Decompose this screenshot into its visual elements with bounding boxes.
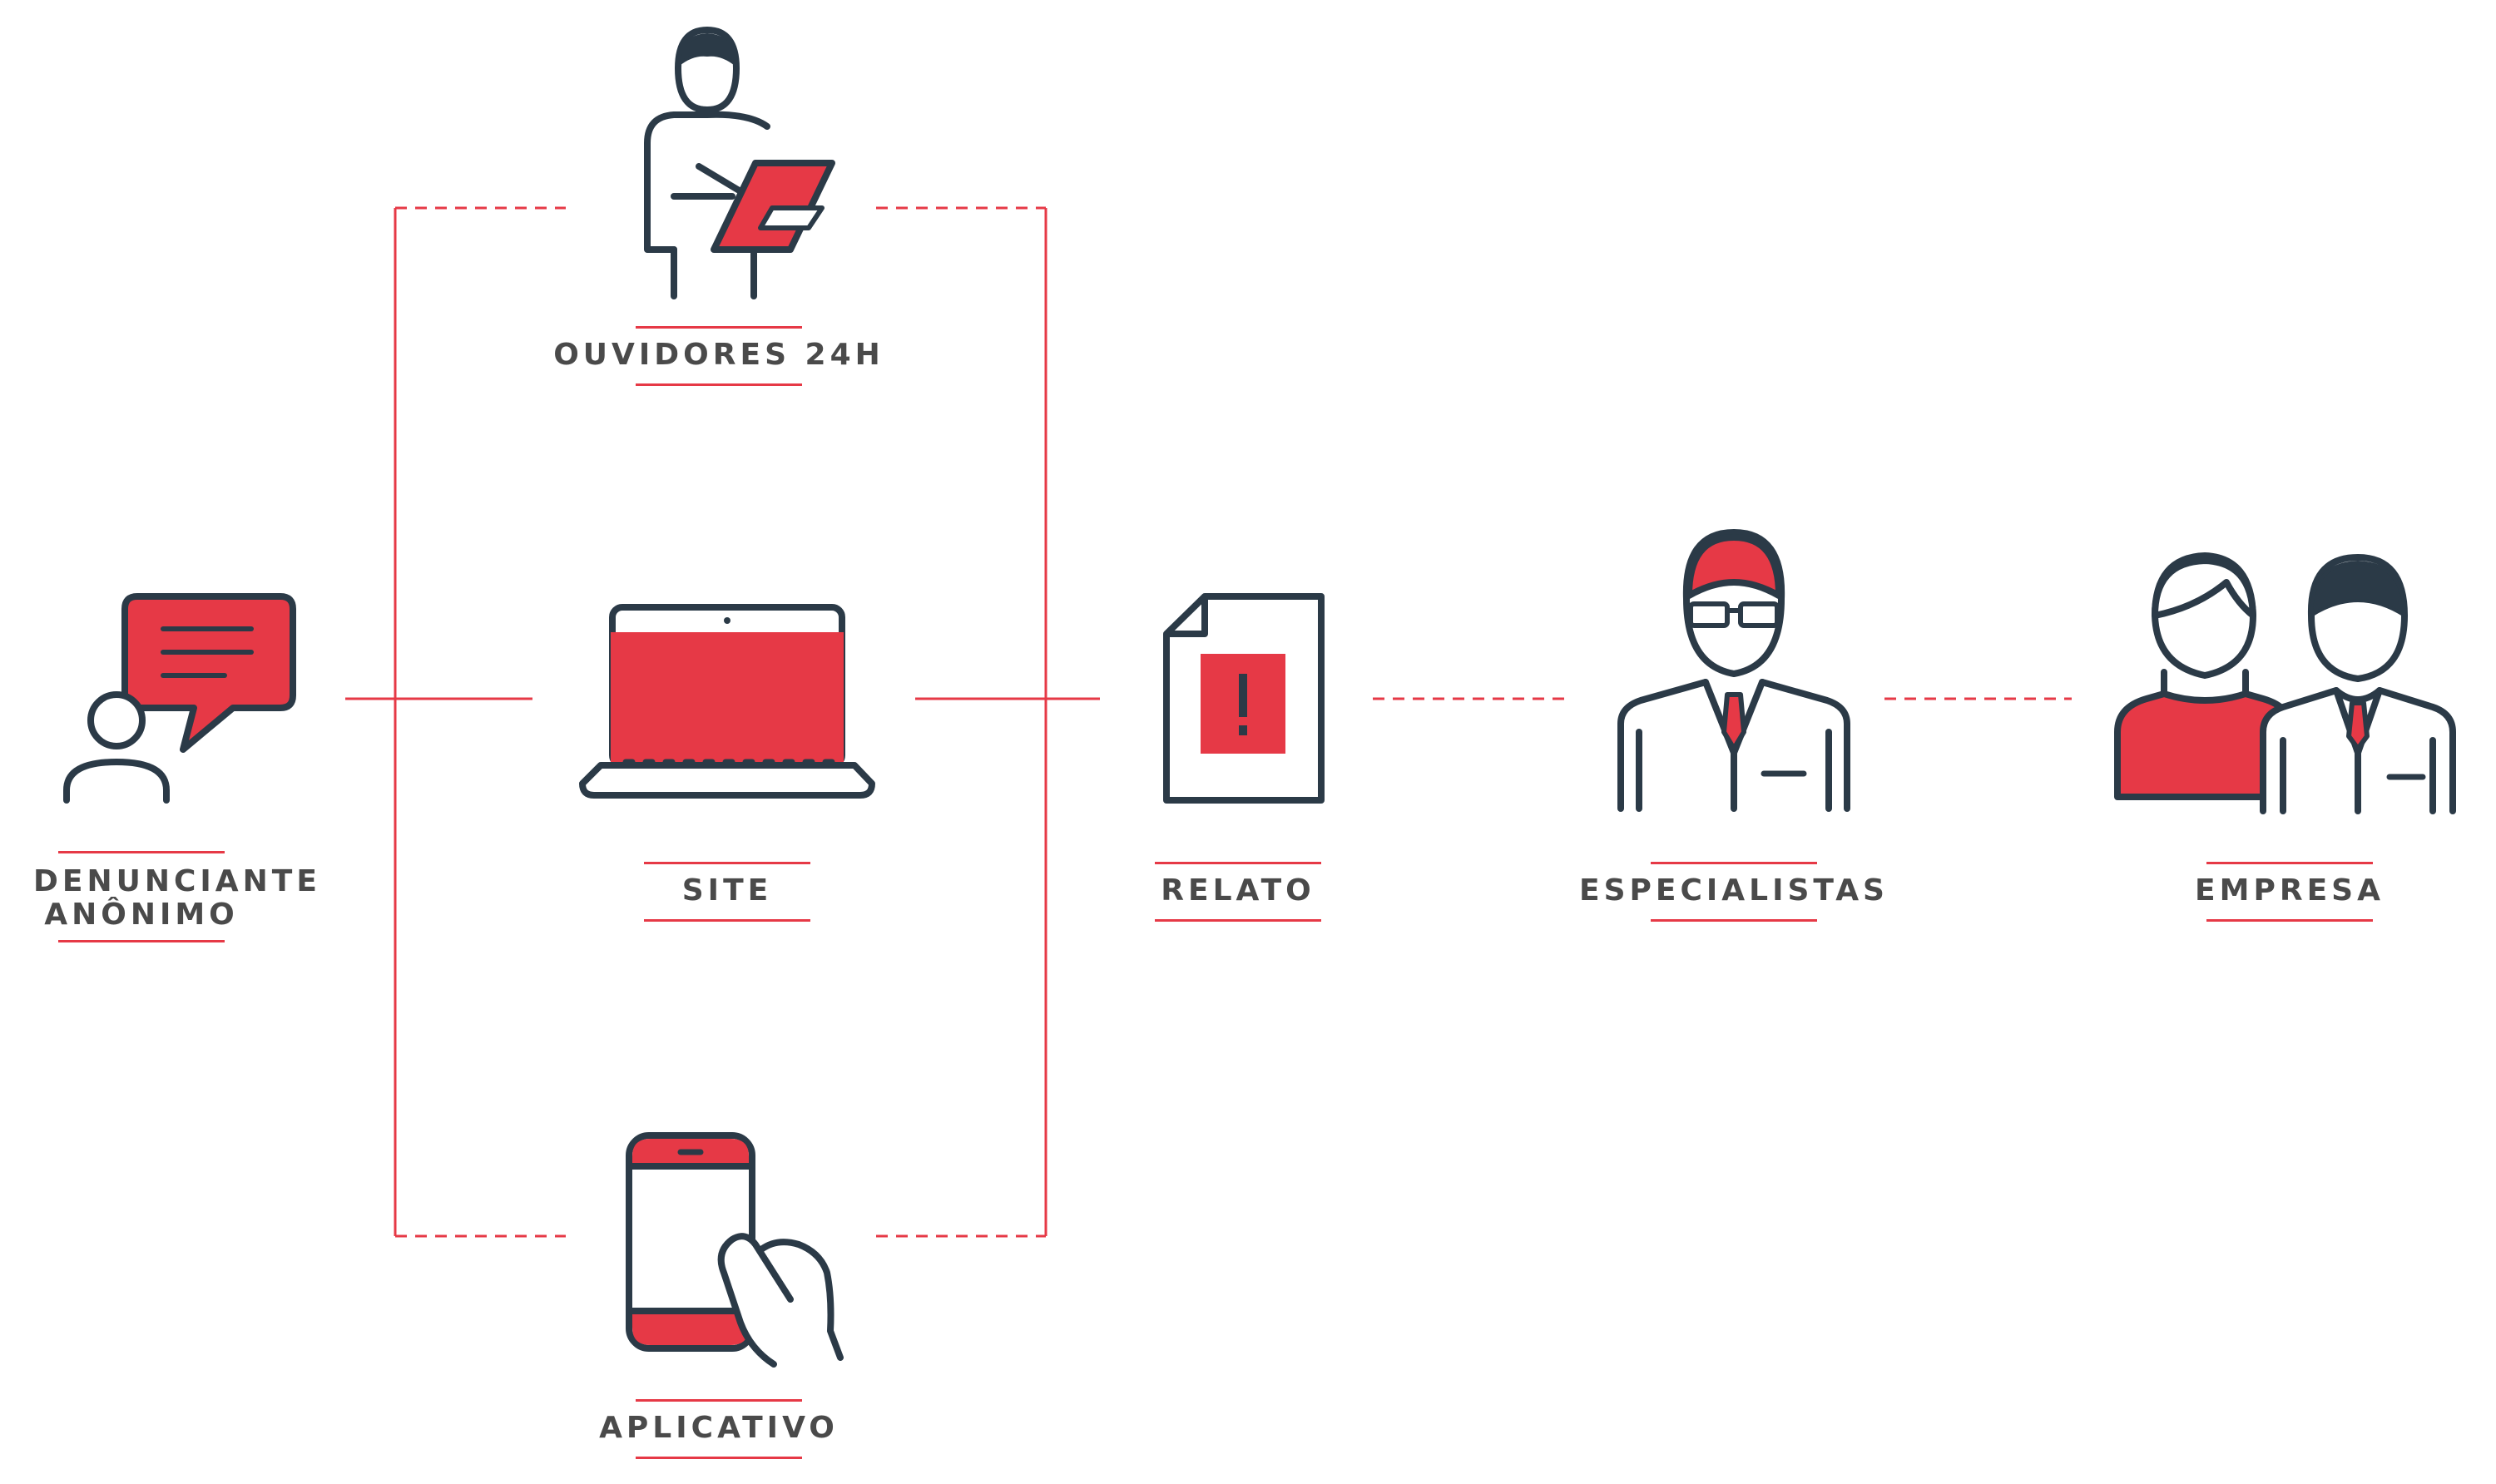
- connectors: [345, 206, 2072, 1238]
- report-label: RELATO: [1161, 873, 1315, 908]
- label-rule: [636, 1399, 802, 1402]
- node-label-ombudsman: OUVIDORES 24H: [552, 326, 885, 386]
- label-rule: [2206, 862, 2373, 864]
- node-label-company: EMPRESA: [2123, 862, 2456, 922]
- reporter-label-line1: DENUNCIANTE: [33, 864, 321, 898]
- label-rule: [1155, 919, 1321, 922]
- anonymous-reporter-chat-icon: [63, 593, 296, 804]
- label-rule: [2206, 919, 2373, 922]
- smartphone-touch-icon: [626, 1132, 844, 1368]
- company-label: EMPRESA: [2195, 873, 2385, 908]
- node-label-specialists: ESPECIALISTAS: [1567, 862, 1900, 922]
- node-label-report: RELATO: [1072, 862, 1404, 922]
- label-rule: [644, 862, 810, 864]
- document-alert-icon: [1163, 593, 1325, 804]
- company-people-icon: [2114, 552, 2456, 814]
- label-rule: [58, 851, 225, 853]
- reporter-label-line2: ANÔNIMO: [44, 898, 239, 932]
- label-rule: [58, 940, 225, 942]
- label-rule: [636, 1457, 802, 1459]
- label-rule: [636, 326, 802, 329]
- node-label-reporter: DENUNCIANTE ANÔNIMO: [33, 851, 317, 942]
- label-rule: [636, 383, 802, 386]
- label-rule: [1651, 862, 1817, 864]
- ombudsman-label: OUVIDORES 24H: [553, 338, 884, 372]
- laptop-icon: [579, 604, 875, 799]
- specialists-label: ESPECIALISTAS: [1579, 873, 1889, 908]
- node-label-app: APLICATIVO: [552, 1399, 885, 1459]
- label-rule: [1651, 919, 1817, 922]
- specialist-glasses-icon: [1617, 529, 1850, 812]
- app-label: APLICATIVO: [599, 1411, 839, 1445]
- site-label: SITE: [681, 873, 773, 908]
- node-label-site: SITE: [561, 862, 894, 922]
- label-rule: [644, 919, 810, 922]
- ombudsman-clipboard-icon: [644, 27, 835, 299]
- label-rule: [1155, 862, 1321, 864]
